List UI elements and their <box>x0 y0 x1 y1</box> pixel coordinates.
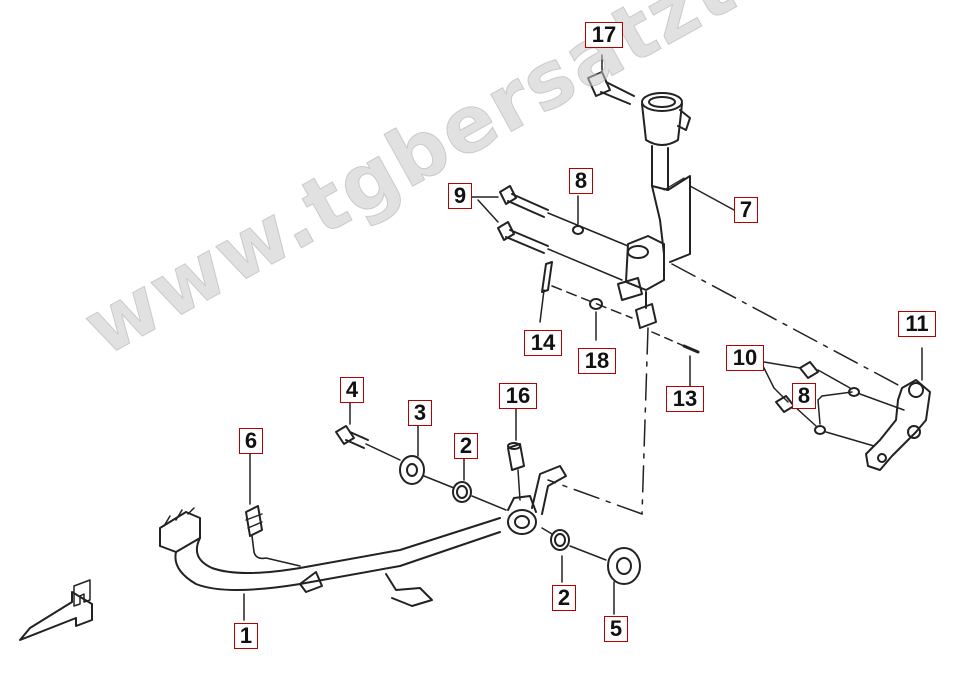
part-8-washers-lower <box>814 387 860 435</box>
callout-11: 11 <box>898 311 936 337</box>
callout-4: 4 <box>340 377 364 403</box>
part-4-bolt <box>335 401 401 461</box>
part-14-pin <box>539 261 633 323</box>
callout-8-lower: 8 <box>792 383 816 409</box>
part-3-washer <box>399 425 455 489</box>
callout-14: 14 <box>524 330 562 356</box>
callout-7: 7 <box>734 197 758 223</box>
callout-1: 1 <box>234 623 258 649</box>
part-2-ring-upper <box>452 457 507 511</box>
callout-10: 10 <box>726 345 764 371</box>
part-1-brake-pedal <box>159 453 567 621</box>
callout-13: 13 <box>666 386 704 412</box>
callout-18: 18 <box>578 348 616 374</box>
part-13-cotter-pin <box>651 331 700 387</box>
part-8-washer-upper <box>572 195 584 235</box>
callout-2-lower: 2 <box>552 585 576 611</box>
assembly-lines-right <box>671 263 905 447</box>
part-18-washer <box>589 298 603 341</box>
callout-3: 3 <box>408 400 432 426</box>
part-17-bolt <box>587 54 635 105</box>
callout-6: 6 <box>239 428 263 454</box>
callout-9: 9 <box>448 183 472 209</box>
part-7-master-cylinder <box>617 92 735 329</box>
part-10-bolts <box>761 361 819 413</box>
callout-17: 17 <box>585 22 623 48</box>
part-2-ring-lower <box>541 527 607 583</box>
part-16-grease-nipple <box>507 407 525 501</box>
callout-8-upper: 8 <box>569 168 593 194</box>
pushrod-guide-line <box>547 327 649 515</box>
callout-2-upper: 2 <box>454 433 478 459</box>
part-9-bolts <box>471 185 629 281</box>
part-5-washer <box>607 547 641 615</box>
callout-5: 5 <box>604 616 628 642</box>
part-11-bracket <box>865 347 931 471</box>
front-arrow-icon <box>19 579 93 641</box>
callout-16: 16 <box>499 383 537 409</box>
